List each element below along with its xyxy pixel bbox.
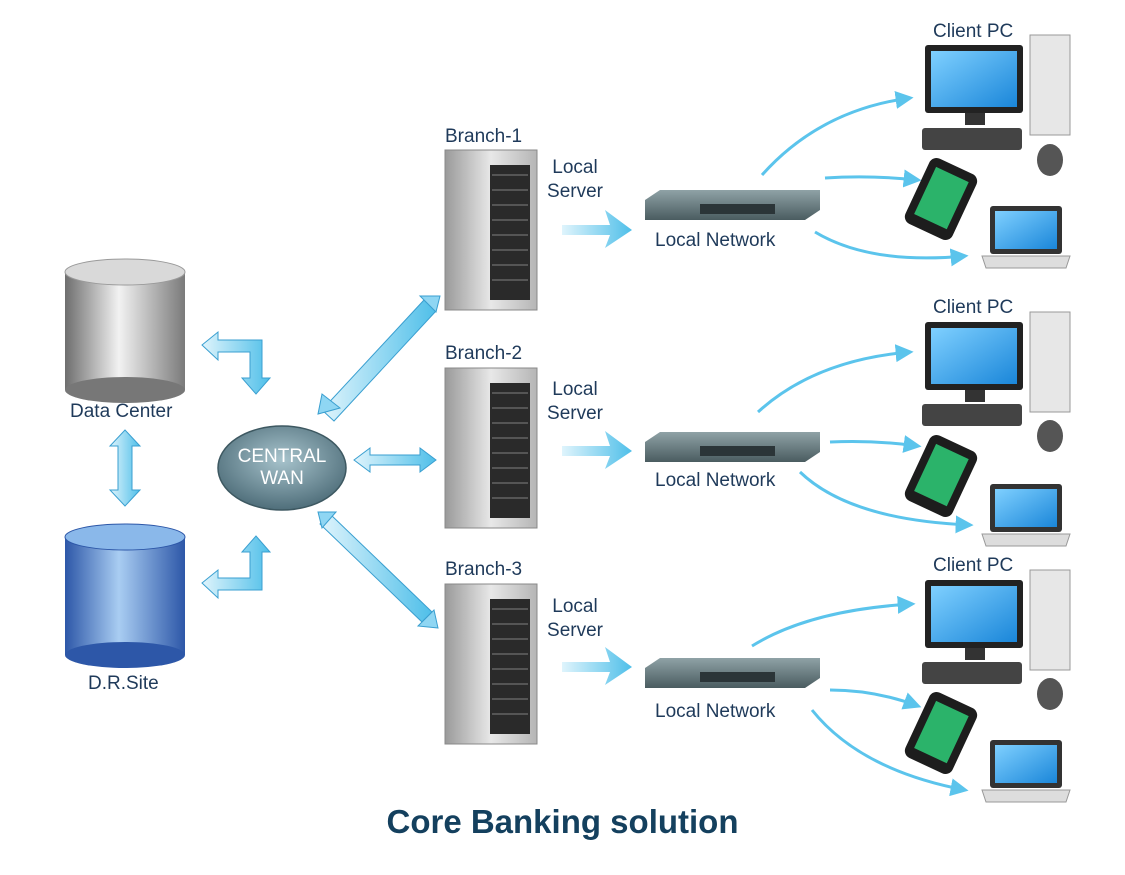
branch1-server-icon xyxy=(444,149,538,311)
branch1-server-line1: Local xyxy=(552,157,598,178)
central-wan-line1: CENTRAL xyxy=(237,446,327,467)
data-center-icon xyxy=(64,258,186,403)
client3-desktop-icon xyxy=(922,569,1071,710)
dr-site-icon xyxy=(64,523,186,668)
client2-laptop-icon xyxy=(981,484,1071,547)
wan-branch2-arrow-icon xyxy=(353,447,437,473)
client1-desktop-icon xyxy=(922,34,1071,176)
branch3-server-label: Local Server xyxy=(540,595,610,643)
server3-network-arrow-icon xyxy=(562,647,632,685)
wan-branch1-arrow-icon xyxy=(317,295,441,422)
branch3-label: Branch-3 xyxy=(445,559,523,580)
branch2-client-label: Client PC xyxy=(933,297,1014,318)
client3-laptop-icon xyxy=(981,740,1071,803)
client-links xyxy=(751,90,974,797)
branch2-switch-icon xyxy=(645,432,820,462)
central-wan-line2: WAN xyxy=(260,468,304,489)
dr-site-label: D.R.Site xyxy=(88,673,159,694)
drsite-wan-arrow-icon xyxy=(201,535,272,600)
branch3-server-line1: Local xyxy=(552,596,598,617)
branch3-server-icon xyxy=(444,583,538,745)
data-center-label: Data Center xyxy=(70,401,173,422)
branch3-network-label: Local Network xyxy=(655,701,776,722)
branch2-server-label: Local Server xyxy=(540,378,610,426)
branch1-label: Branch-1 xyxy=(445,126,523,147)
replication-arrow-icon xyxy=(108,429,142,507)
diagram-title: Core Banking solution xyxy=(386,803,739,840)
server1-network-arrow-icon xyxy=(562,210,632,248)
wan-branch3-arrow-icon xyxy=(317,511,439,629)
branch1-server-line2: Server xyxy=(547,181,603,202)
branch3-switch-icon xyxy=(645,658,820,688)
branch1-client-label: Client PC xyxy=(933,21,1014,42)
branch2-server-line2: Server xyxy=(547,403,603,424)
client1-phone-icon xyxy=(904,158,978,240)
client2-phone-icon xyxy=(904,435,978,517)
branch1-switch-icon xyxy=(645,190,820,220)
branch2-network-label: Local Network xyxy=(655,470,776,491)
branch2-label: Branch-2 xyxy=(445,343,523,364)
server2-network-arrow-icon xyxy=(562,431,632,469)
client3-phone-icon xyxy=(904,692,978,774)
branch2-server-icon xyxy=(444,367,538,529)
branch1-network-label: Local Network xyxy=(655,230,776,251)
branch3-client-label: Client PC xyxy=(933,555,1014,576)
client2-desktop-icon xyxy=(922,311,1071,452)
branch2-server-line1: Local xyxy=(552,379,598,400)
branch3-server-line2: Server xyxy=(547,620,603,641)
central-wan-label: CENTRAL WAN xyxy=(232,446,332,490)
central-wan-icon xyxy=(217,425,347,511)
client1-laptop-icon xyxy=(981,206,1071,269)
branch1-server-label: Local Server xyxy=(540,156,610,204)
datacenter-wan-arrow-icon xyxy=(201,330,272,395)
